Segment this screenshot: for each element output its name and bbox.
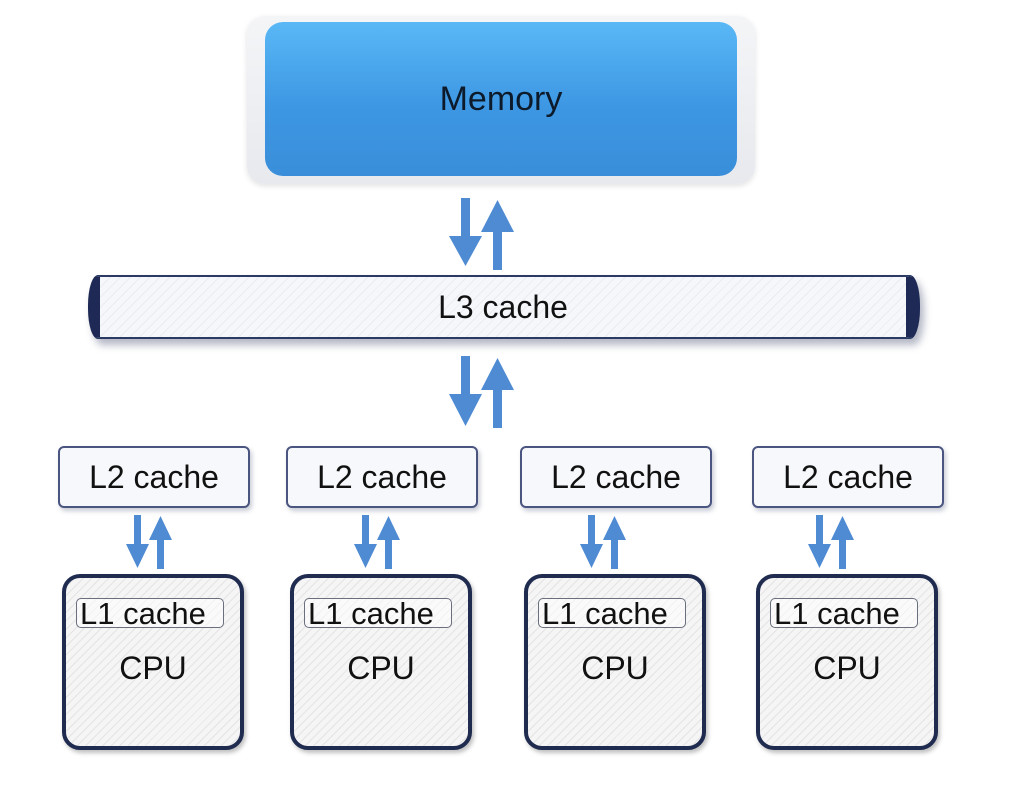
l3-cache-block: L3 cache xyxy=(88,275,920,339)
l2-cache-block: L2 cache xyxy=(520,446,712,508)
l1-cache-label: L1 cache xyxy=(80,596,206,631)
l2-cache-block: L2 cache xyxy=(752,446,944,508)
memory-l3-arrows-icon xyxy=(449,198,514,270)
memory-label: Memory xyxy=(439,79,563,118)
cpu-block: L1 cache CPU xyxy=(524,574,706,750)
l2-cache-label: L2 cache xyxy=(89,458,219,495)
cpu-label: CPU xyxy=(813,650,881,686)
cpu-label: CPU xyxy=(347,650,415,686)
memory-block: Memory xyxy=(265,22,737,176)
l1-cache-label: L1 cache xyxy=(308,596,434,631)
l3-cache-label: L3 cache xyxy=(438,288,568,325)
l1-cache-block: L1 cache xyxy=(770,596,918,631)
cpu-label: CPU xyxy=(581,650,649,686)
cpu-block: L1 cache CPU xyxy=(62,574,244,750)
l2-cpu-arrows-icon xyxy=(808,515,854,569)
l2-cache-block: L2 cache xyxy=(286,446,478,508)
l1-cache-block: L1 cache xyxy=(538,596,686,631)
cpu-block: L1 cache CPU xyxy=(290,574,472,750)
l2-cache-label: L2 cache xyxy=(783,458,913,495)
l2-cpu-arrows-icon xyxy=(354,515,400,569)
l1-cache-label: L1 cache xyxy=(542,596,668,631)
l2-cpu-arrows-icon xyxy=(580,515,626,569)
l2-cpu-arrows-icon xyxy=(126,515,172,569)
cpu-block: L1 cache CPU xyxy=(756,574,938,750)
l2-cache-block: L2 cache xyxy=(58,446,250,508)
l3-l2-arrows-icon xyxy=(449,356,514,428)
l1-cache-label: L1 cache xyxy=(774,596,900,631)
l1-cache-block: L1 cache xyxy=(304,596,452,631)
l2-cache-label: L2 cache xyxy=(551,458,681,495)
l2-cache-label: L2 cache xyxy=(317,458,447,495)
l1-cache-block: L1 cache xyxy=(76,596,224,631)
cpu-label: CPU xyxy=(119,650,187,686)
